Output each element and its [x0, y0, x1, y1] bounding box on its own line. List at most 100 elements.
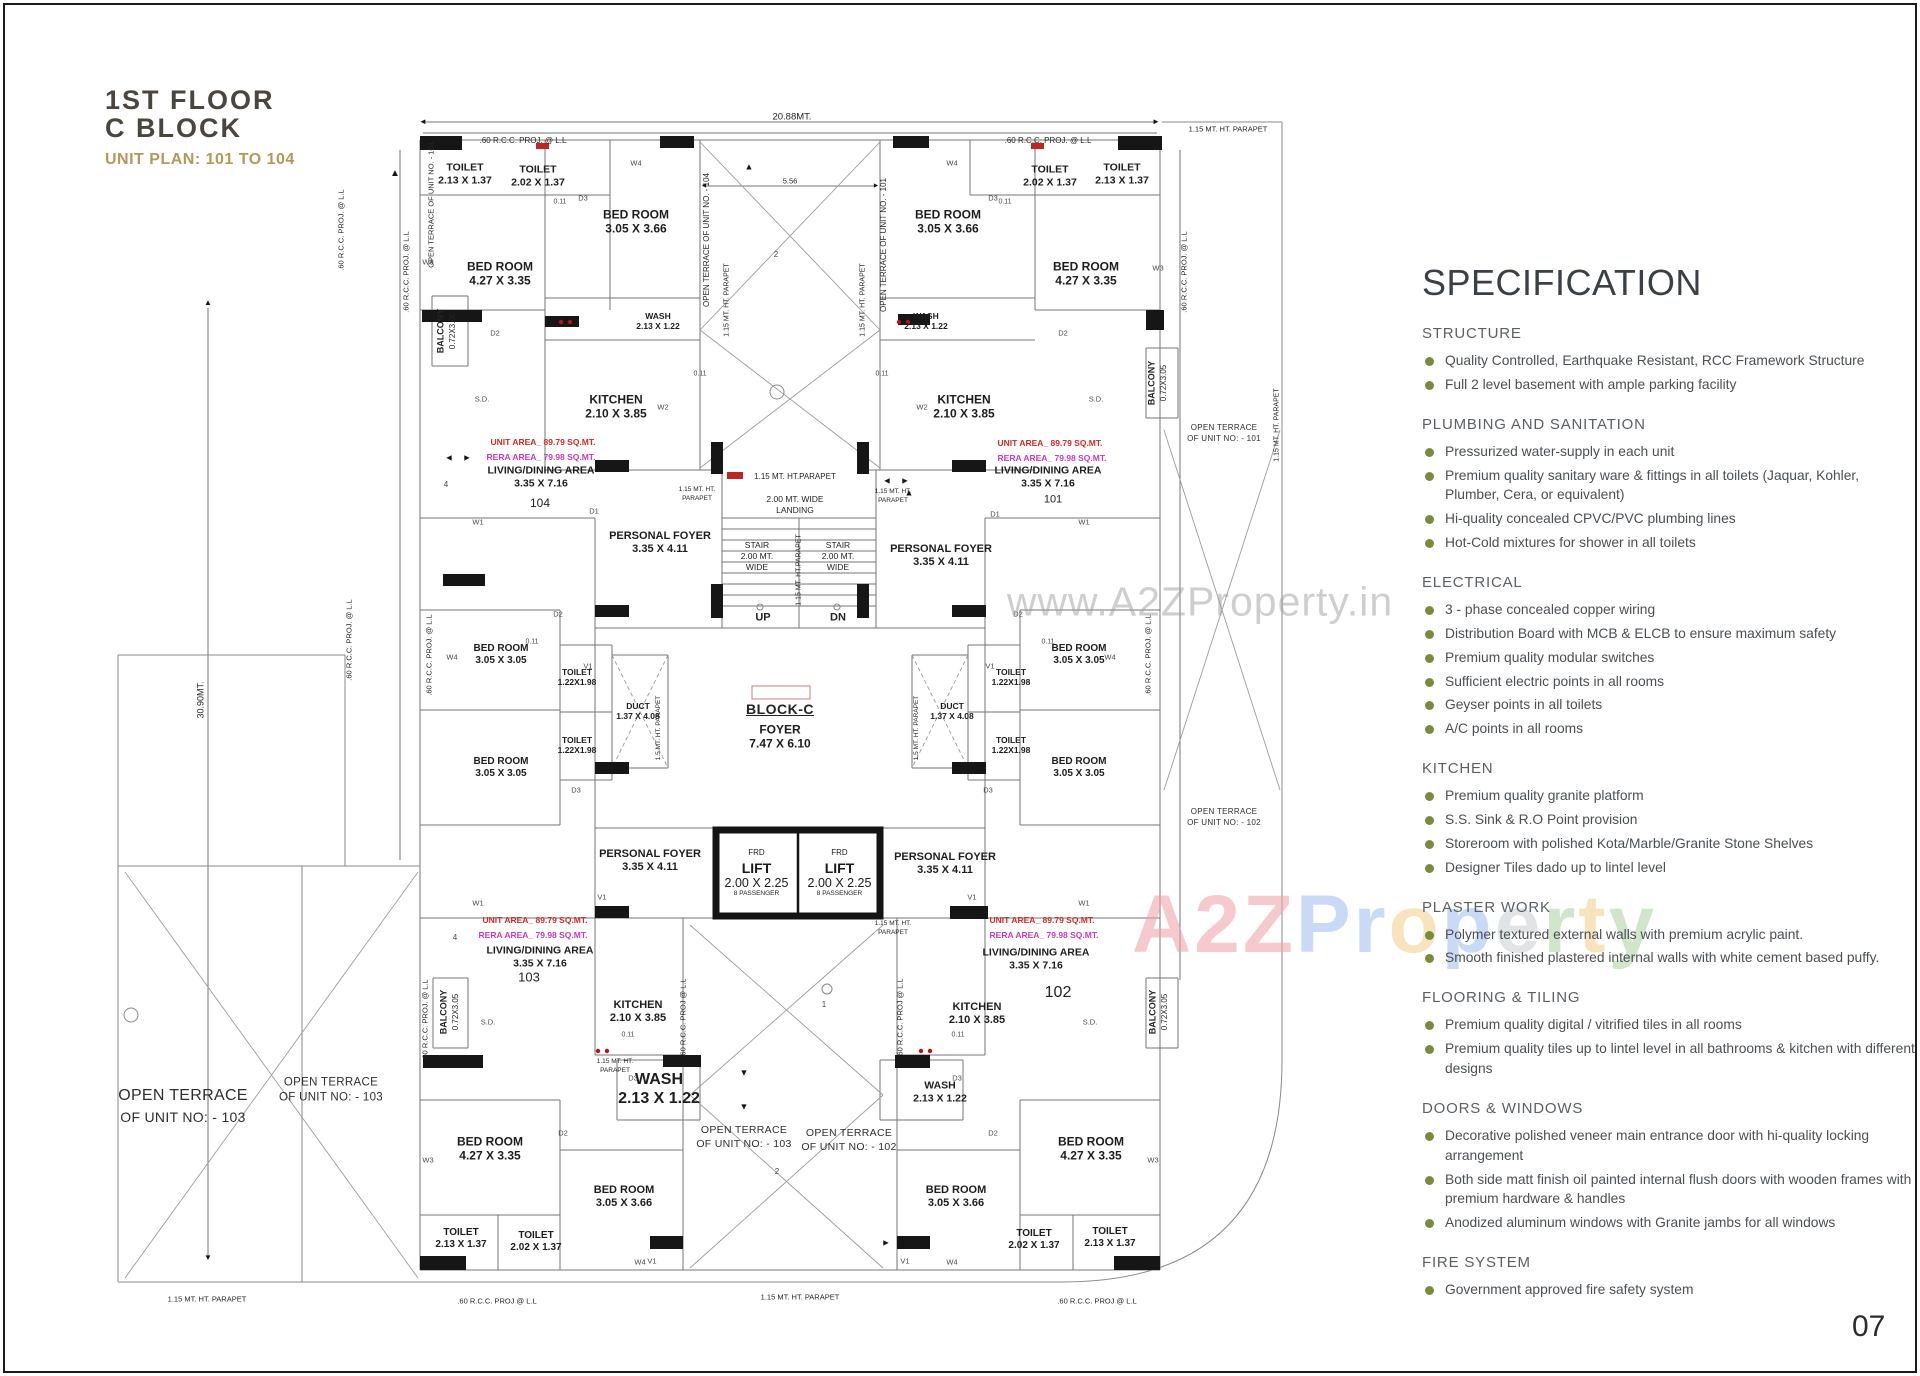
plan-text: 0.11	[621, 1031, 635, 1039]
plan-text: 1.15 MT. HT.	[678, 485, 716, 493]
plan-text: .60 R.C.C. PROJ @ L.L	[678, 978, 688, 1058]
plan-text: LANDING	[776, 504, 814, 515]
plan-text: W4	[634, 1257, 646, 1267]
plan-text: OPEN TERRACE	[118, 1087, 248, 1104]
plan-text: V1	[597, 892, 607, 902]
plan-text: ◄	[444, 452, 454, 463]
plan-text: S.D.	[480, 1017, 496, 1027]
plan-text: UNIT AREA_ 89.79 SQ.MT.	[989, 914, 1095, 925]
plan-text: .60 R.C.C. PROJ @ L.L	[895, 978, 905, 1058]
plan-text: W3	[1147, 1155, 1159, 1165]
plan-text: ▲	[744, 161, 754, 172]
plan-text: ►	[872, 182, 880, 190]
plan-text: 2.00 MT.	[821, 550, 855, 561]
plan-text: W2	[916, 402, 928, 412]
plan-text: OPEN TERRACE	[283, 1076, 379, 1089]
plan-text: UNIT AREA_ 89.79 SQ.MT.	[490, 436, 596, 447]
lift-name: LIFT	[824, 859, 855, 876]
plan-text: D1	[990, 509, 1000, 519]
plan-text: 4	[452, 933, 458, 942]
spec-item: Premium quality tiles up to lintel level…	[1422, 1039, 1916, 1079]
plan-text: OF UNIT NO: - 103	[120, 1109, 246, 1125]
plan-text: OPEN TERRACE	[1190, 807, 1258, 816]
plan-text: D3	[578, 193, 588, 203]
plan-text: UP	[755, 611, 771, 624]
lift-name: LIFT	[741, 859, 772, 876]
plan-text: ►	[881, 1237, 891, 1248]
plan-text: .60 R.C.C. PROJ. @ L.L	[336, 189, 346, 271]
plan-text: 0.72X3.05	[448, 312, 457, 350]
plan-text: W1	[472, 517, 484, 527]
spec-item: Full 2 level basement with ample parking…	[1422, 375, 1916, 395]
plan-text: D3	[988, 193, 998, 203]
watermark-letter: p	[1441, 879, 1495, 970]
plan-text: PARAPET	[682, 494, 712, 502]
plan-text: OF UNIT NO: - 102	[801, 1140, 897, 1153]
plan-text: S.D.	[474, 394, 490, 404]
plan-text: V1	[985, 661, 995, 671]
plan-text: .60 R.C.C. PROJ. @ L.L	[424, 614, 434, 696]
plan-text: D2	[1058, 328, 1068, 338]
plan-text: OPEN TERRACE	[805, 1126, 893, 1139]
watermark-letter: A	[1132, 879, 1195, 970]
page-number: 07	[1852, 1310, 1886, 1343]
spec-item: Premium quality modular switches	[1422, 648, 1916, 668]
plan-text: 1.15 MT. HT.PARAPET	[795, 534, 803, 606]
plan-text: PARAPET	[878, 928, 908, 936]
plan-text: 102	[1044, 984, 1072, 1001]
plan-text: D1	[589, 506, 599, 516]
red-marks	[536, 143, 1044, 1054]
plan-text: OPEN TERRACE OF UNIT NO. - 104	[702, 173, 711, 307]
spec-item: Hi-quality concealed CPVC/PVC plumbing l…	[1422, 509, 1916, 529]
spec-item: Government approved fire safety system	[1422, 1280, 1916, 1300]
plan-text: 2	[773, 250, 779, 259]
spec-item: Storeroom with polished Kota/Marble/Gran…	[1422, 834, 1916, 854]
plan-text: 101	[1043, 493, 1063, 506]
lift-frd-label: FRD	[748, 848, 765, 858]
plan-text: OF UNIT NO: - 103	[279, 1091, 383, 1104]
plan-text: 2	[774, 1167, 780, 1176]
spec-item: Anodized aluminum windows with Granite j…	[1422, 1213, 1916, 1233]
spec-item: Both side matt finish oil painted intern…	[1422, 1170, 1916, 1210]
spec-item: Sufficient electric points in all rooms	[1422, 672, 1916, 692]
spec-item: Premium quality sanitary ware & fittings…	[1422, 466, 1916, 506]
specification-title: SPECIFICATION	[1422, 262, 1702, 303]
plan-text: 1.15 MT. HT. PARAPET	[760, 1292, 840, 1302]
watermark-letter: 2	[1194, 879, 1243, 970]
plan-text: ►	[900, 475, 910, 486]
plan-text: 0.11	[875, 370, 889, 378]
spec-item: Pressurized water-supply in each unit	[1422, 442, 1916, 462]
plan-text: W3	[422, 1155, 434, 1165]
plan-text: OPEN TERRACE OF UNIT NO. - 101	[879, 178, 888, 312]
plan-text: ◄	[882, 475, 892, 486]
plan-text: WIDE	[826, 561, 850, 572]
plan-text: D3	[628, 1073, 638, 1083]
plan-text: D2	[988, 1128, 998, 1138]
plan-text: BALCONY	[1146, 360, 1157, 406]
plan-text: 0.72X3.05	[1160, 993, 1169, 1031]
